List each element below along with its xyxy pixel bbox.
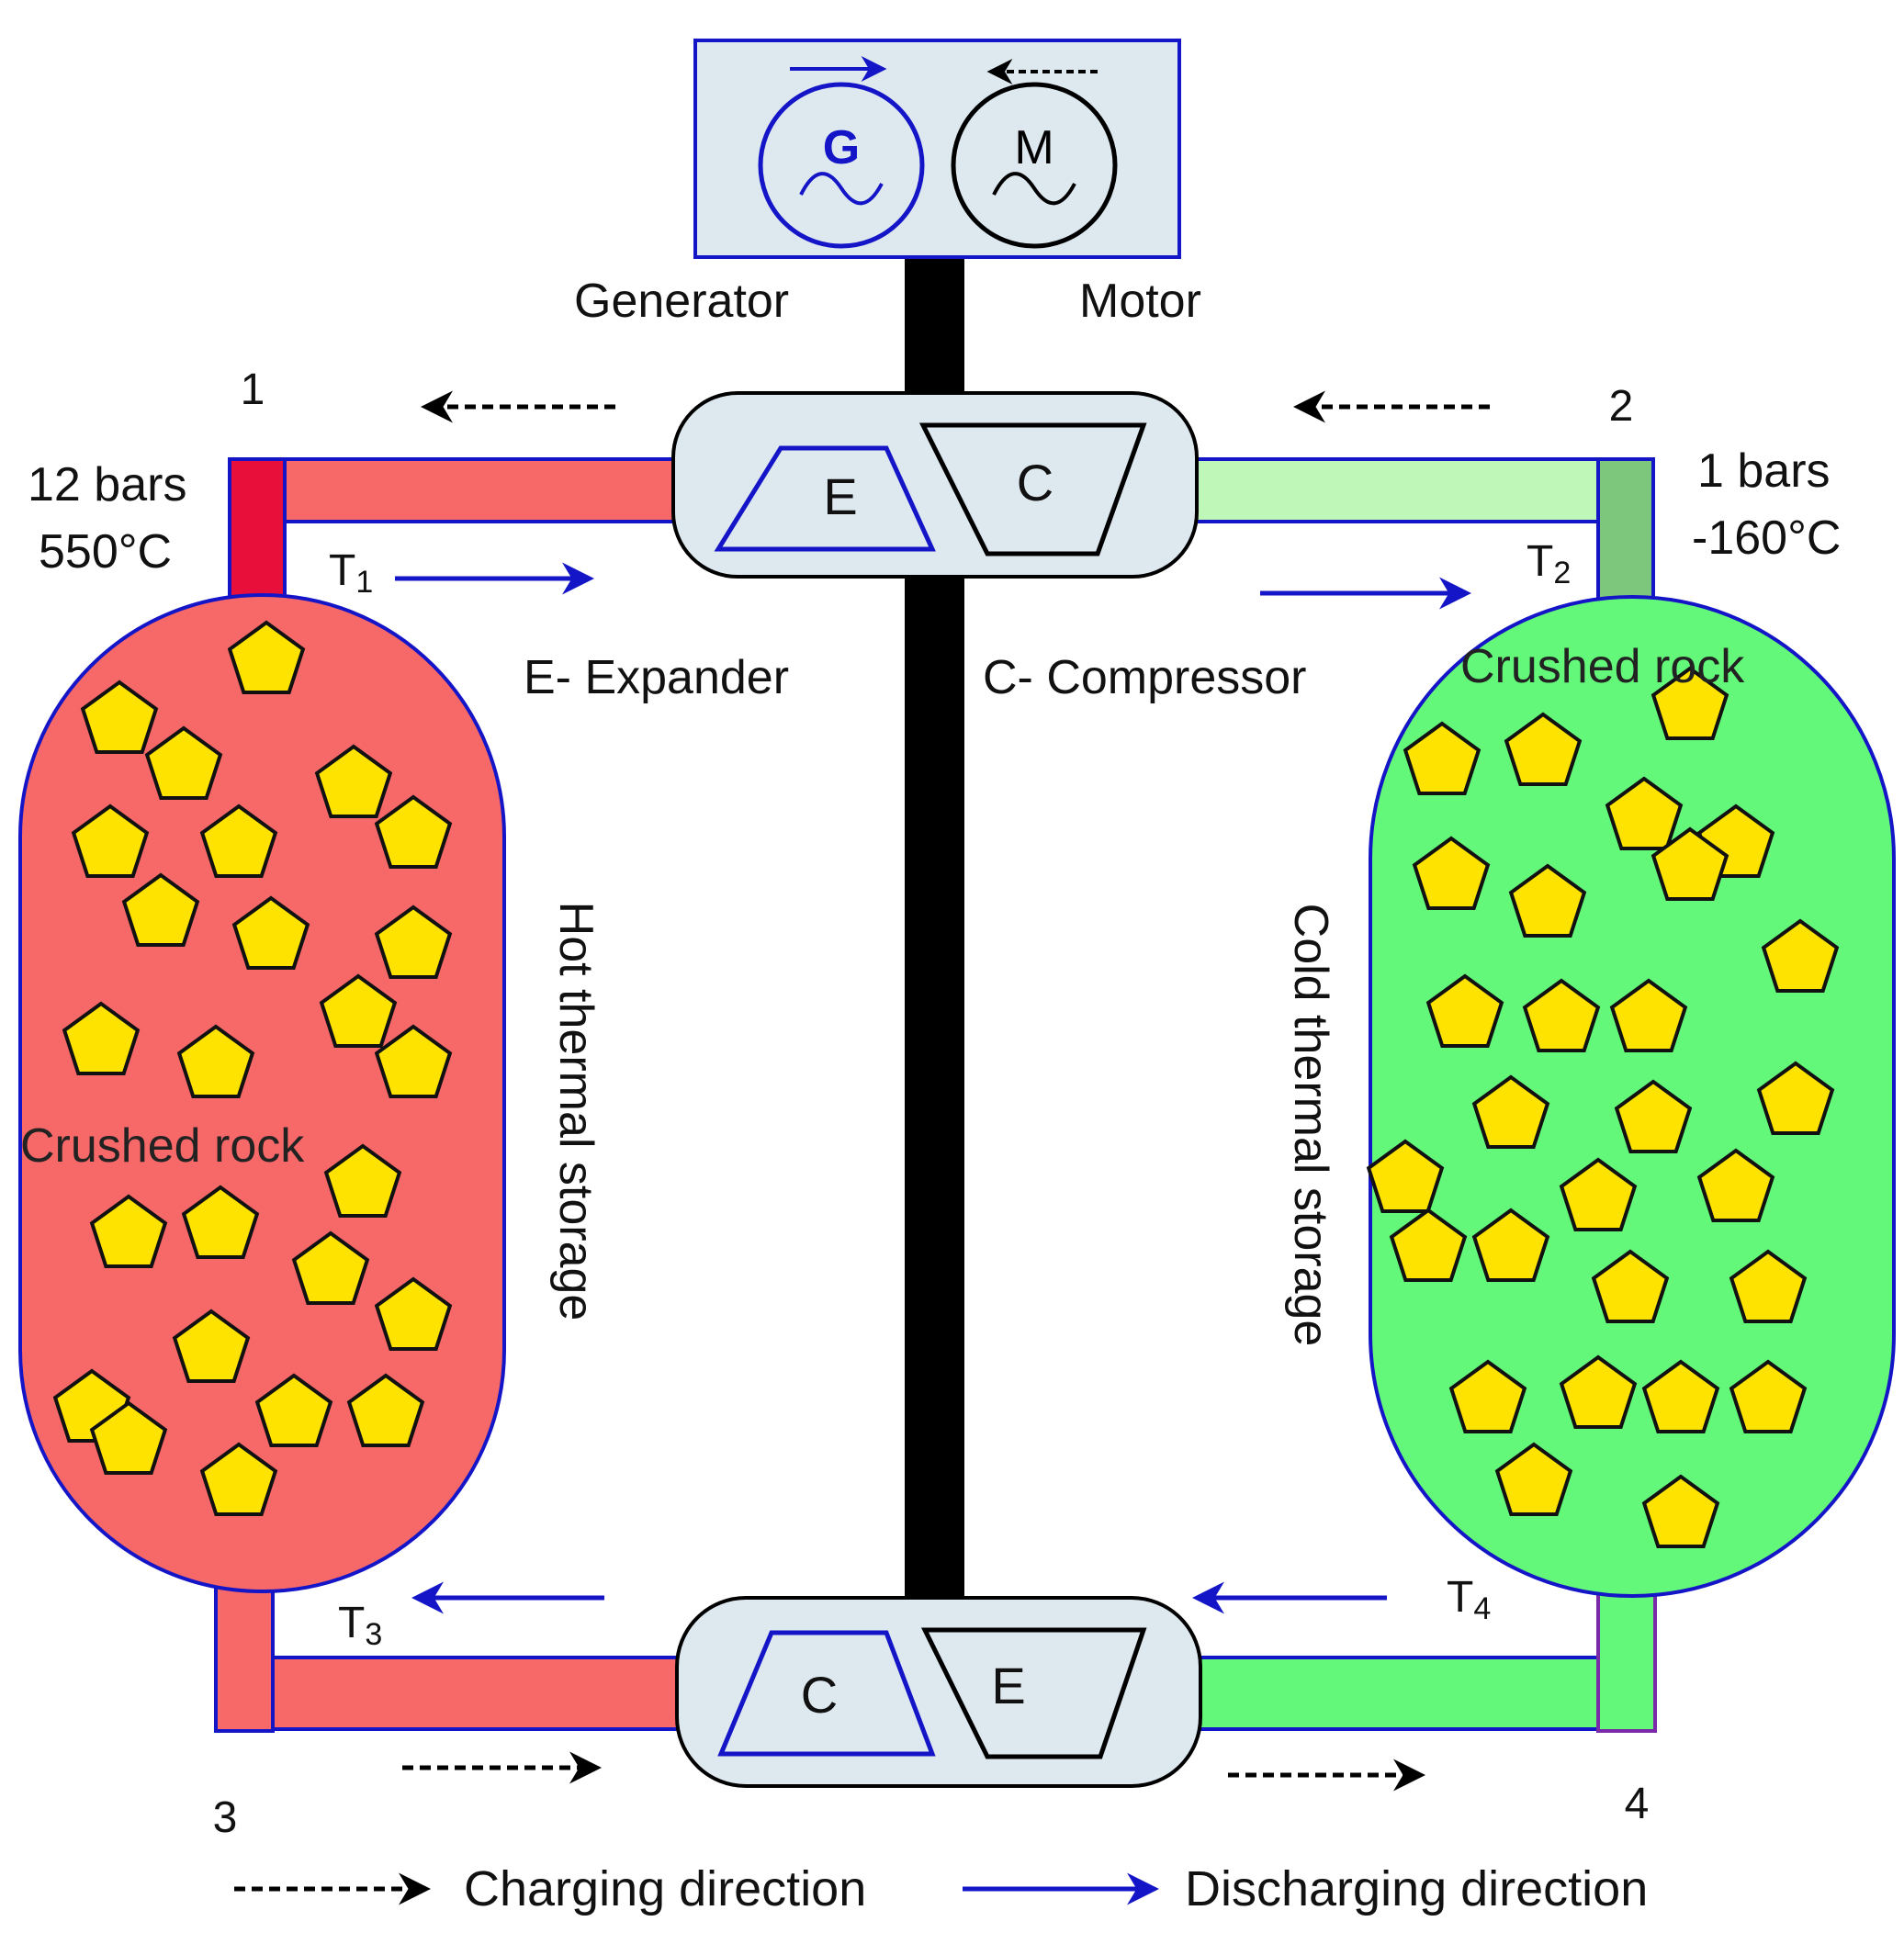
rock-4 [314,744,393,818]
lower-compressor-symbol [717,1630,936,1757]
generator-letter: G [823,121,860,174]
hot-top-pipe [228,457,682,599]
rock-14 [1471,1074,1550,1149]
hot-storage-label: Hot thermal storage [549,902,603,1321]
rock-27 [1494,1442,1573,1516]
cold-storage-label: Cold thermal storage [1284,904,1337,1347]
t3-label: T3 [338,1599,382,1652]
upper-compressor-letter: C [1017,454,1053,511]
rock-11 [1522,978,1601,1052]
rock-20 [1471,1208,1550,1282]
motor-symbol: M [951,82,1118,249]
rock-21 [1591,1249,1670,1323]
hot-fill-label: Crushed rock [20,1119,305,1173]
t4-label: T4 [1447,1573,1491,1626]
rock-16 [89,1194,168,1268]
hot-bottom-pipe [214,1578,688,1733]
rock-17 [1559,1157,1638,1231]
rock-9 [231,895,310,970]
cold-pressure-label: 1 bars [1697,444,1831,498]
compressor-legend-label: C- Compressor [983,651,1307,704]
rock-19 [1389,1208,1468,1282]
legend: Charging direction Discharging direction [234,1861,1648,1916]
rock-8 [121,872,200,947]
rock-20 [172,1309,251,1383]
rock-18 [1696,1148,1775,1222]
rock-10 [374,905,453,979]
rock-7 [374,794,453,869]
cold-temperature-label: -160°C [1692,511,1841,565]
rock-1 [227,620,306,694]
hot-temperature-label: 550°C [39,525,172,579]
rock-11 [319,973,398,1048]
rock-22 [254,1373,333,1447]
rock-28 [1641,1474,1720,1548]
upper-compressor-symbol [918,422,1147,556]
cold-top-pipe [1192,457,1655,603]
rock-25 [1641,1359,1720,1433]
legend-charging-label: Charging direction [464,1861,866,1916]
rock-3 [144,725,223,800]
hot-tank-rocks [52,620,453,1516]
upper-expander-letter: E [823,467,857,525]
hot-pressure-label: 12 bars [28,458,186,511]
point-4-label: 4 [1625,1780,1650,1828]
rock-24 [199,1442,278,1516]
t1-label: T1 [329,546,373,600]
lower-expander-letter: E [991,1657,1025,1714]
upper-turbomachine-unit: E C [671,391,1199,579]
rock-15 [323,1143,402,1218]
motor-letter: M [1014,121,1053,174]
motor-label: Motor [1079,275,1201,328]
rock-10 [1425,973,1504,1048]
rock-2 [1403,721,1482,795]
rock-18 [291,1230,370,1305]
point-2-label: 2 [1609,382,1634,431]
point-1-label: 1 [241,365,265,414]
rock-16 [1366,1139,1445,1213]
rock-4 [1605,776,1684,850]
t2-label: T2 [1527,537,1571,590]
rock-13 [1756,1061,1835,1135]
generator-label: Generator [574,275,789,328]
rock-8 [1508,863,1587,938]
rock-25 [89,1400,168,1475]
rock-12 [62,1001,141,1075]
point-3-label: 3 [213,1793,238,1842]
rock-14 [374,1024,453,1098]
rock-2 [80,680,159,754]
rock-5 [71,803,150,878]
rock-6 [199,803,278,878]
rock-19 [374,1276,453,1351]
rock-9 [1761,918,1840,993]
rock-17 [181,1185,260,1259]
cold-bottom-pipe [1183,1582,1657,1733]
rock-3 [1504,712,1583,786]
rock-6 [1651,826,1729,901]
generator-symbol: G [758,82,925,249]
upper-expander-symbol [714,445,936,552]
rock-22 [1729,1249,1808,1323]
generator-motor-box: G M [693,39,1181,259]
rock-23 [1448,1359,1527,1433]
rock-12 [1609,978,1688,1052]
rock-15 [1614,1079,1693,1153]
rock-1 [1651,666,1729,740]
cold-fill-label: Crushed rock [1460,640,1745,693]
expander-legend-label: E- Expander [524,651,789,704]
rock-26 [1729,1359,1808,1433]
rock-7 [1412,836,1491,910]
lower-compressor-letter: C [801,1666,838,1724]
legend-discharging-label: Discharging direction [1185,1861,1648,1916]
rock-24 [1559,1354,1638,1429]
lower-expander-symbol [920,1627,1147,1759]
cold-tank-rocks [1366,666,1840,1548]
rock-13 [176,1024,255,1098]
lower-turbomachine-unit: C E [675,1596,1202,1788]
rock-23 [346,1373,425,1447]
